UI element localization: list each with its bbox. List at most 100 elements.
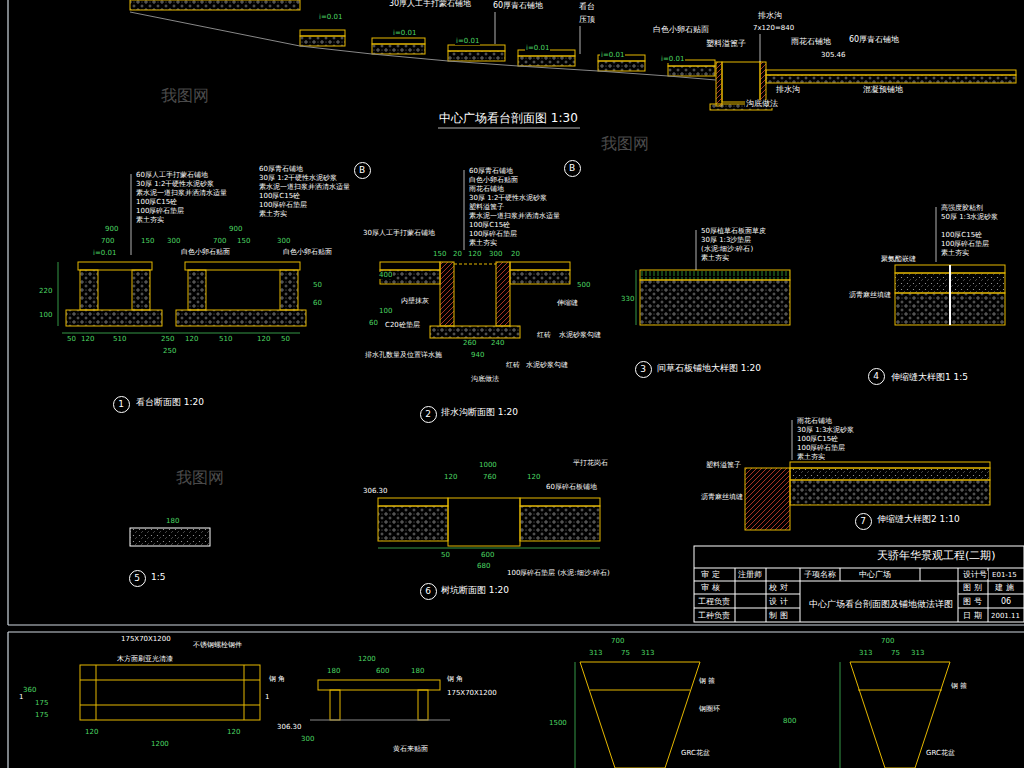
dimension-text: 600	[375, 668, 390, 675]
annotation-text: 100厚C15砼	[940, 232, 983, 239]
annotation-text: 30厚 1:3水泥砂浆	[796, 427, 855, 434]
dimension-text: 1200	[357, 656, 377, 663]
dimension-text: 700	[610, 638, 625, 645]
annotation-text: 雨花石铺地	[468, 186, 505, 193]
dimension-text: 313	[858, 650, 873, 657]
watermark: 我图网	[600, 136, 650, 152]
annotation-text: 审 定	[700, 571, 721, 579]
annotation-text: 树坑断面图 1:20	[440, 586, 510, 595]
annotation-text: 伸缩缝大样图2 1:10	[876, 515, 961, 524]
dimension-text: 120	[226, 729, 241, 736]
annotation-text: 100厚C15砼	[135, 199, 178, 206]
annotation-text: 100厚碎石垫层 (水泥:细沙:碎石)	[506, 570, 611, 577]
dimension-text: 220	[38, 288, 53, 295]
dimension-text: 313	[588, 650, 603, 657]
dimension-text: 180	[326, 668, 341, 675]
annotation-text: 06	[1000, 598, 1012, 606]
dimension-text: 50	[312, 282, 323, 289]
annotation-text: 100厚碎石垫层	[468, 231, 518, 238]
annotation-text: 沟底做法	[745, 100, 779, 108]
annotation-text: 素土夯实	[940, 250, 970, 257]
annotation-text: 工程负责	[697, 598, 731, 606]
dimension-text: 120	[526, 474, 541, 481]
dimension-text: 510	[112, 336, 127, 343]
annotation-text: 不锈钢螺栓钢件	[192, 642, 243, 649]
dimension-text: 400	[378, 272, 393, 279]
annotation-text: 制 图	[768, 612, 789, 620]
dimension-text: 600	[480, 552, 495, 559]
dimension-text: 20	[452, 251, 463, 258]
annotation-text: 30厚人工手打蒙石铺地	[362, 230, 436, 237]
annotation-text: 30厚 1:2干硬性水泥砂浆	[258, 175, 338, 182]
dimension-text: 120	[84, 729, 99, 736]
annotation-text: 设计号	[962, 571, 988, 579]
callout-circle: B	[564, 160, 581, 177]
annotation-text: 素土夯实	[135, 217, 165, 224]
dimension-text: 700	[100, 238, 115, 245]
dimension-text: i=0.01	[392, 30, 417, 37]
dimension-text: 150	[140, 238, 155, 245]
annotation-text: 图 号	[962, 598, 983, 606]
annotation-text: 红砖	[536, 332, 552, 339]
callout-number: 4	[873, 372, 879, 381]
annotation-text: 沥青麻丝填缝	[700, 494, 744, 501]
annotation-text: 黄石来贴面	[392, 746, 429, 753]
dimension-text: i=0.01	[92, 250, 117, 257]
annotation-text: 设 计	[768, 598, 789, 606]
annotation-text: 100厚C15砼	[796, 436, 839, 443]
dimension-text: 100	[378, 308, 393, 315]
annotation-text: 图 别	[962, 584, 983, 592]
annotation-text: 天骄年华景观工程(二期)	[876, 550, 997, 561]
annotation-text: 30厚人工手打蒙石铺地	[388, 0, 472, 8]
annotation-text: 高强度胶粘剂	[940, 205, 984, 212]
annotation-text: 7x120=840	[752, 25, 795, 32]
dimension-text: 1500	[548, 720, 568, 727]
annotation-text: 306.30	[276, 724, 303, 731]
callout-circle: 2	[420, 406, 437, 423]
annotation-text: 混凝预铺地	[862, 86, 904, 94]
annotation-text: 素水泥一道扫浆并洒清水适量	[258, 184, 351, 191]
dimension-text: 900	[228, 226, 243, 233]
annotation-text: 100厚C15砼	[468, 222, 511, 229]
dimension-text: 680	[476, 563, 491, 570]
callout-number: B	[359, 166, 365, 175]
annotation-text: GRC花盆	[925, 750, 956, 757]
annotation-text: 2001.11	[990, 613, 1021, 620]
annotation-text: 校 对	[768, 584, 789, 592]
annotation-text: 素水泥一道扫浆并洒清水适量	[135, 190, 228, 197]
annotation-text: 60厚青石铺地	[848, 36, 900, 44]
annotation-text: 素水泥一道扫浆并洒清水适量	[468, 213, 561, 220]
dimension-text: 120	[467, 251, 482, 258]
annotation-text: 素土夯实	[258, 211, 288, 218]
callout-circle: 6	[420, 583, 437, 600]
dimension-text: 120	[80, 336, 95, 343]
annotation-text: 60厚碎石板铺地	[545, 484, 598, 491]
annotation-text: 排水沟	[757, 12, 783, 20]
dimension-text: 300	[300, 736, 315, 743]
dimension-text: 300	[166, 238, 181, 245]
dimension-text: 360	[22, 687, 37, 694]
annotation-text: 中心广场看台剖面图及铺地做法详图	[808, 600, 954, 609]
callout-number: B	[569, 164, 575, 173]
annotation-text: 素土夯实	[700, 255, 730, 262]
dimension-text: 700	[880, 638, 895, 645]
annotation-text: 60厚青石铺地	[468, 168, 514, 175]
annotation-text: 60厚青石铺地	[492, 2, 544, 10]
annotation-text: 雨花石铺地	[796, 418, 833, 425]
callout-circle: 4	[868, 368, 885, 385]
dimension-text: 120	[443, 474, 458, 481]
annotation-text: 伸缩缝	[556, 300, 579, 307]
dimension-text: 180	[410, 668, 425, 675]
annotation-text: 水泥砂浆勾缝	[525, 362, 569, 369]
annotation-text: 排水沟断面图 1:20	[440, 408, 519, 417]
annotation-text: 60厚人工手打蒙石铺地	[135, 172, 209, 179]
annotation-text: 30厚 1:2干硬性水泥砂浆	[468, 195, 548, 202]
callout-number: 6	[425, 587, 431, 596]
dimension-text: 50	[66, 336, 77, 343]
annotation-text: GRC花盆	[680, 750, 711, 757]
dimension-text: 300	[276, 238, 291, 245]
annotation-text: 排水沟	[775, 86, 801, 94]
dimension-text: 940	[470, 352, 485, 359]
dimension-text: 1000	[478, 462, 498, 469]
